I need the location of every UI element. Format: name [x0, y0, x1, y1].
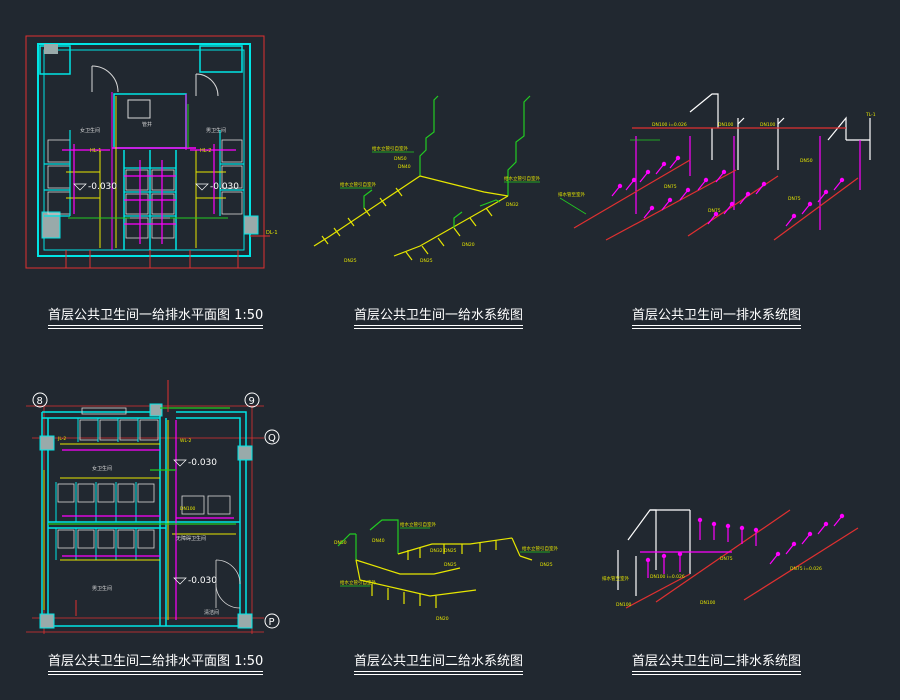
svg-text:给水立管引自室外: 给水立管引自室外	[522, 545, 558, 552]
svg-text:HL-2: HL-2	[200, 148, 211, 154]
title-plan2: 首层公共卫生间二给排水平面图 1:50	[48, 650, 264, 675]
svg-text:-0.030: -0.030	[88, 182, 117, 192]
plan2-room-a: 女卫生间	[92, 465, 112, 472]
svg-text:8: 8	[37, 396, 43, 407]
title-drain-system-2: 首层公共卫生间二排水系统图	[632, 650, 802, 675]
svg-text:DN50: DN50	[394, 156, 407, 162]
plan2-axis-q: Q	[264, 429, 280, 445]
svg-text:DN75: DN75	[788, 196, 801, 202]
svg-text:-0.030: -0.030	[188, 576, 217, 586]
svg-text:DN25: DN25	[344, 258, 357, 264]
svg-text:排水管至室外: 排水管至室外	[602, 575, 629, 582]
svg-text:给水立管引自室外: 给水立管引自室外	[372, 145, 408, 152]
svg-text:WL-2: WL-2	[180, 438, 192, 444]
svg-text:DN20: DN20	[462, 242, 475, 248]
plan1-room-a: 女卫生间	[80, 127, 100, 134]
title-supply-system-1: 首层公共卫生间一给水系统图	[354, 304, 524, 329]
plan1-elevation-right: -0.030	[195, 182, 239, 192]
svg-text:P: P	[269, 617, 275, 628]
plan1-room-c: 管井	[142, 121, 152, 128]
title-plan1: 首层公共卫生间一给排水平面图 1:50	[48, 304, 264, 329]
svg-text:9: 9	[249, 396, 255, 407]
svg-text:给水立管引自室外: 给水立管引自室外	[504, 175, 540, 182]
plan2-room-b: 男卫生间	[92, 585, 112, 592]
plan1-elevation-left: -0.030	[73, 182, 117, 192]
svg-text:DN100: DN100	[718, 122, 734, 128]
plan2-axis-p: P	[264, 613, 280, 629]
svg-text:DN75: DN75	[720, 556, 733, 562]
svg-text:DN40: DN40	[372, 538, 385, 544]
svg-text:排水管至室外: 排水管至室外	[558, 191, 585, 198]
title-supply-system-2: 首层公共卫生间二给水系统图	[354, 650, 524, 675]
svg-text:给水立管引自室外: 给水立管引自室外	[340, 181, 376, 188]
svg-text:DN25: DN25	[420, 258, 433, 264]
svg-text:DN75: DN75	[664, 184, 677, 190]
svg-text:给水立管引自室外: 给水立管引自室外	[400, 521, 436, 528]
svg-text:Q: Q	[268, 433, 276, 444]
plan2-drawing: 8 9 Q P	[26, 380, 280, 634]
svg-text:DL-1: DL-1	[266, 230, 278, 236]
supply-system-2: 给水立管引自室外 给水立管引自室外 给水立管引自室外 DN50 DN40 DN3…	[334, 519, 558, 622]
svg-text:DN75: DN75	[708, 208, 721, 214]
plan2-axis-8: 8	[32, 392, 48, 408]
svg-text:DN100 i=0.026: DN100 i=0.026	[650, 574, 685, 580]
plan2-elevation-top: -0.030	[173, 458, 217, 468]
supply-system-1: 给水立管引自室外 DN50 DN40 给水立管引自室外 给水立管引自室外 DN3…	[313, 95, 540, 264]
svg-text:DN100 i=0.026: DN100 i=0.026	[652, 122, 687, 128]
svg-text:DN50: DN50	[800, 158, 813, 164]
drain-system-2: 排水管至室外 DN100 i=0.026 DN75 DN75 i=0.026 D…	[602, 509, 859, 609]
plan1-room-b: 男卫生间	[206, 127, 226, 134]
svg-text:HL-1: HL-1	[90, 148, 101, 154]
svg-text:DN100: DN100	[616, 602, 632, 608]
plan2-axis-9: 9	[244, 392, 260, 408]
plan1-dim-frame	[25, 35, 265, 269]
svg-text:-0.030: -0.030	[210, 182, 239, 192]
svg-text:JL-2: JL-2	[57, 436, 66, 442]
svg-text:TL-1: TL-1	[865, 112, 876, 118]
svg-text:DN75 i=0.026: DN75 i=0.026	[790, 566, 822, 572]
svg-text:DN40: DN40	[398, 164, 411, 170]
plan1-outer-wall	[37, 43, 251, 257]
plan2-elevation-bottom: -0.030	[173, 576, 217, 586]
plan1-door	[91, 65, 119, 93]
svg-text:DN50: DN50	[334, 540, 347, 546]
drain-system-1: DN100 i=0.026 DN100 DN100 TL-1 排水管至室外 DN…	[558, 93, 876, 241]
svg-text:DN100: DN100	[180, 506, 196, 512]
title-drain-system-1: 首层公共卫生间一排水系统图	[632, 304, 802, 329]
plan1-drawing: DL-1 HL-1 HL-2 女卫生间 男卫生间 管井 -0.030 -0.03…	[25, 35, 278, 269]
svg-text:DN100: DN100	[760, 122, 776, 128]
svg-text:DN32: DN32	[506, 202, 519, 208]
plan2-room-d: 清洁间	[204, 609, 219, 616]
svg-text:-0.030: -0.030	[188, 458, 217, 468]
plan2-room-c: 无障碍卫生间	[176, 535, 206, 542]
svg-text:DN25: DN25	[540, 562, 553, 568]
svg-text:DN100: DN100	[700, 600, 716, 606]
svg-text:给水立管引自室外: 给水立管引自室外	[340, 579, 376, 586]
svg-text:DN20: DN20	[436, 616, 449, 622]
svg-text:DN32 DN25: DN32 DN25	[430, 548, 457, 554]
svg-text:DN25: DN25	[444, 562, 457, 568]
plan2-stalls	[57, 407, 231, 549]
